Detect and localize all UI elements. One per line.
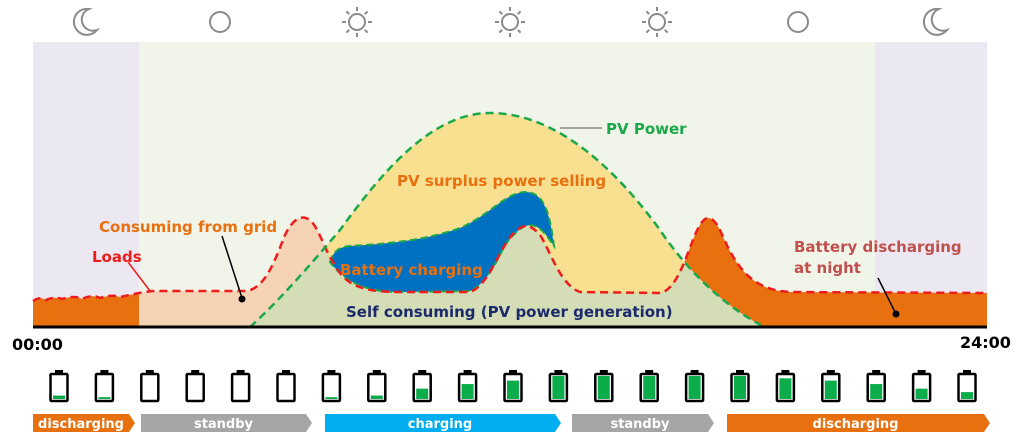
battery-icon (140, 370, 160, 403)
state-charging: charging (325, 414, 561, 432)
state-label: standby (610, 417, 670, 432)
battery-icon (457, 370, 478, 403)
sun-icon (342, 7, 372, 37)
battery-level (507, 380, 519, 399)
discharge-leader-dot (892, 310, 900, 318)
battery-level (461, 384, 474, 399)
pv-power-line (249, 111, 766, 329)
battery-level (779, 378, 792, 399)
time-end-label: 24:00 (960, 333, 1011, 352)
battery-charging-label: Battery charging (340, 261, 483, 279)
battery-level (370, 395, 383, 399)
loads-leader (127, 261, 151, 292)
grid-leader-dot (238, 295, 246, 303)
pv-surplus-label: PV surplus power selling (397, 172, 606, 190)
consuming-grid-label: Consuming from grid (99, 218, 277, 236)
at-night-label: at night (794, 259, 861, 277)
self-consuming-label: Self consuming (PV power generation) (346, 303, 673, 321)
state-label: discharging (38, 417, 124, 432)
state-label: discharging (813, 417, 899, 432)
sky-icons (72, 7, 951, 37)
battery-icon (730, 370, 750, 403)
night-background (875, 42, 987, 327)
battery-level (688, 376, 701, 399)
pv-power-label: PV Power (606, 120, 687, 138)
state-standby: standby (141, 414, 312, 432)
battery-icon (276, 370, 296, 403)
loads-label: Loads (92, 248, 142, 266)
battery-level (552, 376, 565, 399)
battery-icon (230, 370, 251, 403)
state-label: standby (194, 417, 254, 432)
battery-icon (367, 370, 387, 403)
night-background (33, 42, 139, 327)
load-areas (33, 217, 987, 327)
battery-icon (639, 370, 659, 403)
battery-level (597, 376, 610, 399)
battery-icon (412, 370, 432, 403)
battery-icon (821, 370, 841, 403)
time-start-label: 00:00 (12, 335, 63, 354)
battery-level (643, 376, 656, 399)
battery-level (961, 392, 973, 399)
battery-icon (866, 370, 886, 403)
state-standby: standby (572, 414, 714, 432)
battery-icon (185, 370, 205, 403)
battery-icon (548, 370, 569, 403)
battery-icon (94, 370, 115, 403)
battery-level (53, 395, 65, 399)
moon-icon (72, 7, 101, 36)
battery-level (416, 388, 429, 399)
sun-icon (495, 7, 525, 37)
battery-row (49, 370, 977, 403)
battery-level (98, 397, 111, 399)
battery-icon (684, 370, 705, 403)
battery-level (915, 388, 928, 399)
state-bar-row: discharging standby charging standby dischar… (33, 414, 990, 432)
battery-icon (321, 370, 342, 403)
battery-icon (49, 370, 69, 403)
battery-level (870, 384, 883, 399)
battery-level (734, 376, 746, 399)
loads-line (32, 216, 988, 303)
discharge-leader (877, 277, 896, 313)
grid-leader (221, 235, 243, 299)
cloud-circle-icon (787, 11, 809, 33)
cloud-circle-icon (209, 11, 231, 33)
state-discharging: discharging (727, 414, 990, 432)
battery-icon (775, 370, 796, 403)
sun-icon (642, 7, 672, 37)
battery-icon (594, 370, 614, 403)
state-discharging: discharging (33, 414, 135, 432)
battery-level (824, 380, 837, 399)
battery-level (325, 397, 338, 399)
battery-icon (503, 370, 523, 403)
moon-icon (922, 7, 951, 36)
battery-icon (957, 370, 977, 403)
state-label: charging (408, 417, 472, 432)
battery-icon (911, 370, 932, 403)
battery-discharging-label: Battery discharging (794, 238, 962, 256)
